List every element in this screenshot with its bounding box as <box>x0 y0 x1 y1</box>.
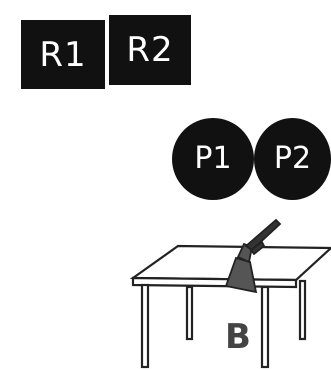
r1-tile: R1 <box>21 20 105 89</box>
p1-label: P1 <box>194 141 232 176</box>
p2-disc: P2 <box>254 118 331 200</box>
table-legs <box>140 279 307 369</box>
table-label: B <box>225 317 251 357</box>
table-top-edge <box>131 276 298 289</box>
bottle-body <box>224 256 258 294</box>
bottle-nozzle <box>244 218 282 252</box>
p2-label: P2 <box>273 141 312 176</box>
table-leg-back-right <box>298 279 307 341</box>
bottle-trigger <box>249 240 266 256</box>
p1-disc: P1 <box>172 118 254 200</box>
spray-bottle-icon <box>224 218 282 294</box>
table-leg-back-left <box>185 285 194 341</box>
r2-tile: R2 <box>109 15 191 85</box>
r1-label: R1 <box>39 34 87 75</box>
table-leg-front-right <box>260 285 270 369</box>
r2-label: R2 <box>126 30 174 70</box>
table-leg-front-left <box>140 283 150 369</box>
